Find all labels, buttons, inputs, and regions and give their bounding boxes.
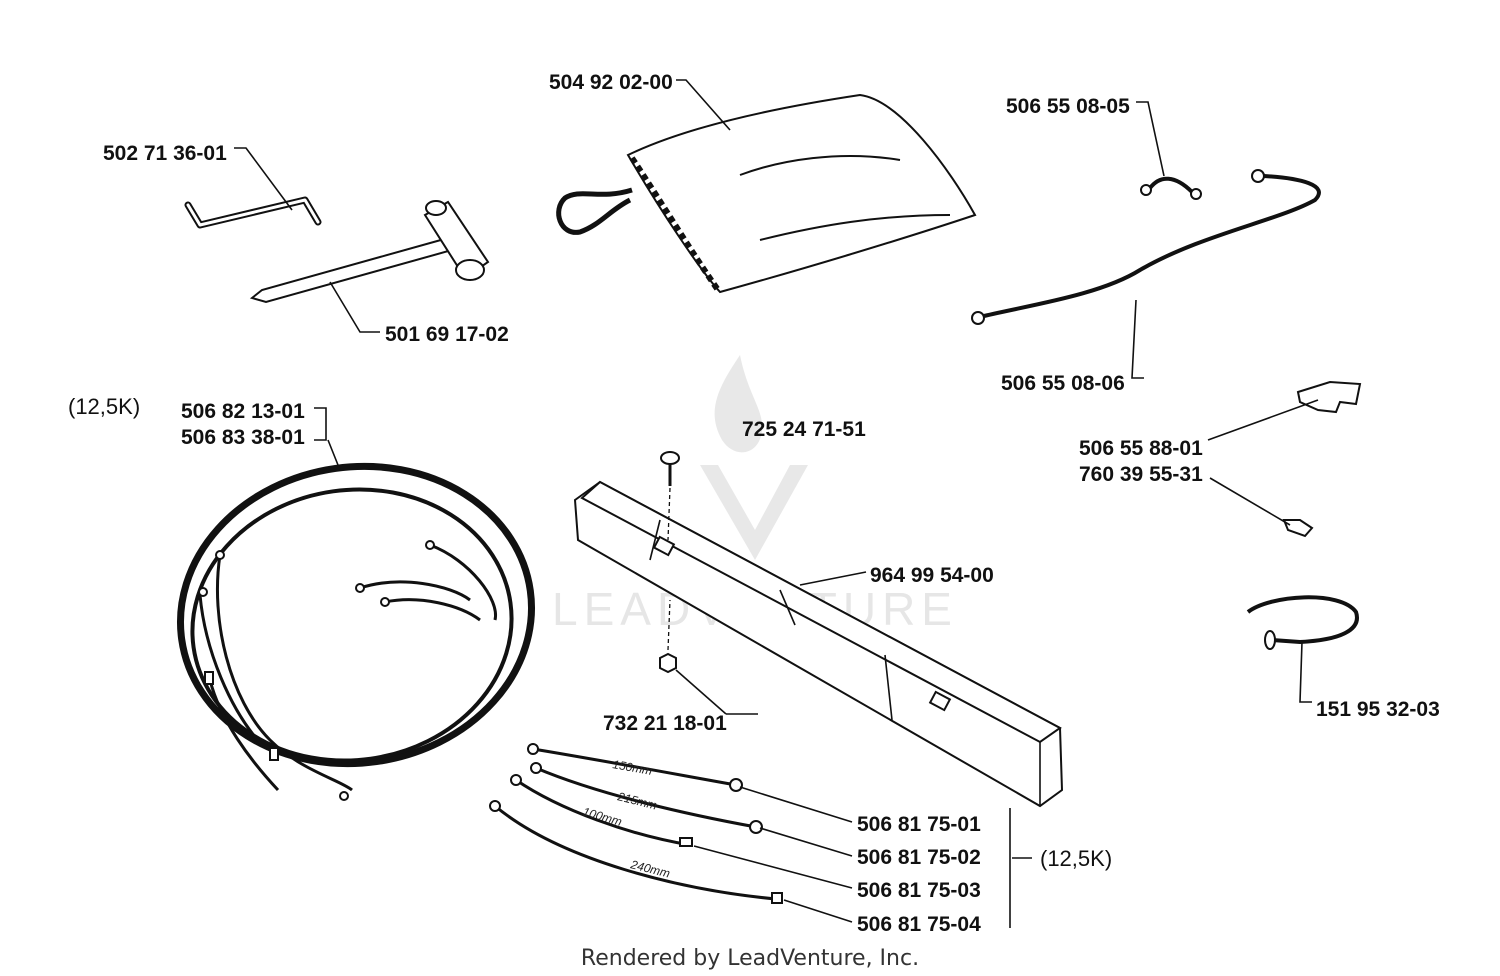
long-wire-icon <box>971 169 1321 325</box>
carrying-bag-icon <box>556 93 977 294</box>
label-harness-a: 506 82 13-01 <box>181 400 305 423</box>
battery-block-icon <box>573 480 1064 808</box>
label-nut: 732 21 18-01 <box>603 712 727 735</box>
label-harness-b: 506 83 38-01 <box>181 426 305 449</box>
label-hose-clamp: 151 95 32-03 <box>1316 698 1440 721</box>
cable-100mm-icon <box>510 774 693 847</box>
wiring-harness-icon <box>176 462 536 801</box>
cable-150mm-icon <box>527 743 743 792</box>
label-connector: 760 39 55-31 <box>1079 463 1203 486</box>
label-bag: 504 92 02-00 <box>549 71 673 94</box>
label-cable-1: 506 81 75-01 <box>857 813 981 836</box>
short-wire-icon <box>1140 176 1202 200</box>
nut-icon <box>659 599 677 674</box>
label-cable-2: 506 81 75-02 <box>857 846 981 869</box>
label-long-wire: 506 55 08-06 <box>1001 372 1125 395</box>
label-battery-rating: (12,5K) <box>1040 846 1112 871</box>
switch-icon <box>1296 380 1362 414</box>
dim-150mm: 150mm <box>611 757 653 778</box>
label-battery-block: 964 99 54-00 <box>870 564 994 587</box>
label-switch: 506 55 88-01 <box>1079 437 1203 460</box>
label-spanner: 501 69 17-02 <box>385 323 509 346</box>
leader-lines <box>234 79 1319 928</box>
label-screw: 725 24 71-51 <box>742 418 866 441</box>
connector-icon <box>1282 519 1314 538</box>
dim-215mm: 215mm <box>615 789 658 813</box>
hose-clamp-icon <box>1246 595 1359 650</box>
allen-key-icon <box>184 196 322 229</box>
combination-spanner-icon <box>249 200 490 304</box>
dim-100mm: 100mm <box>581 804 623 828</box>
screw-icon <box>660 451 680 541</box>
label-harness-rating: (12,5K) <box>68 394 140 419</box>
label-cable-4: 506 81 75-04 <box>857 913 981 936</box>
cable-240mm-icon <box>489 800 783 904</box>
cable-215mm-icon <box>530 762 763 834</box>
label-allen-key: 502 71 36-01 <box>103 142 227 165</box>
label-cable-3: 506 81 75-03 <box>857 879 981 902</box>
label-short-wire: 506 55 08-05 <box>1006 95 1130 118</box>
footer-credit: Rendered by LeadVenture, Inc. <box>581 946 919 971</box>
